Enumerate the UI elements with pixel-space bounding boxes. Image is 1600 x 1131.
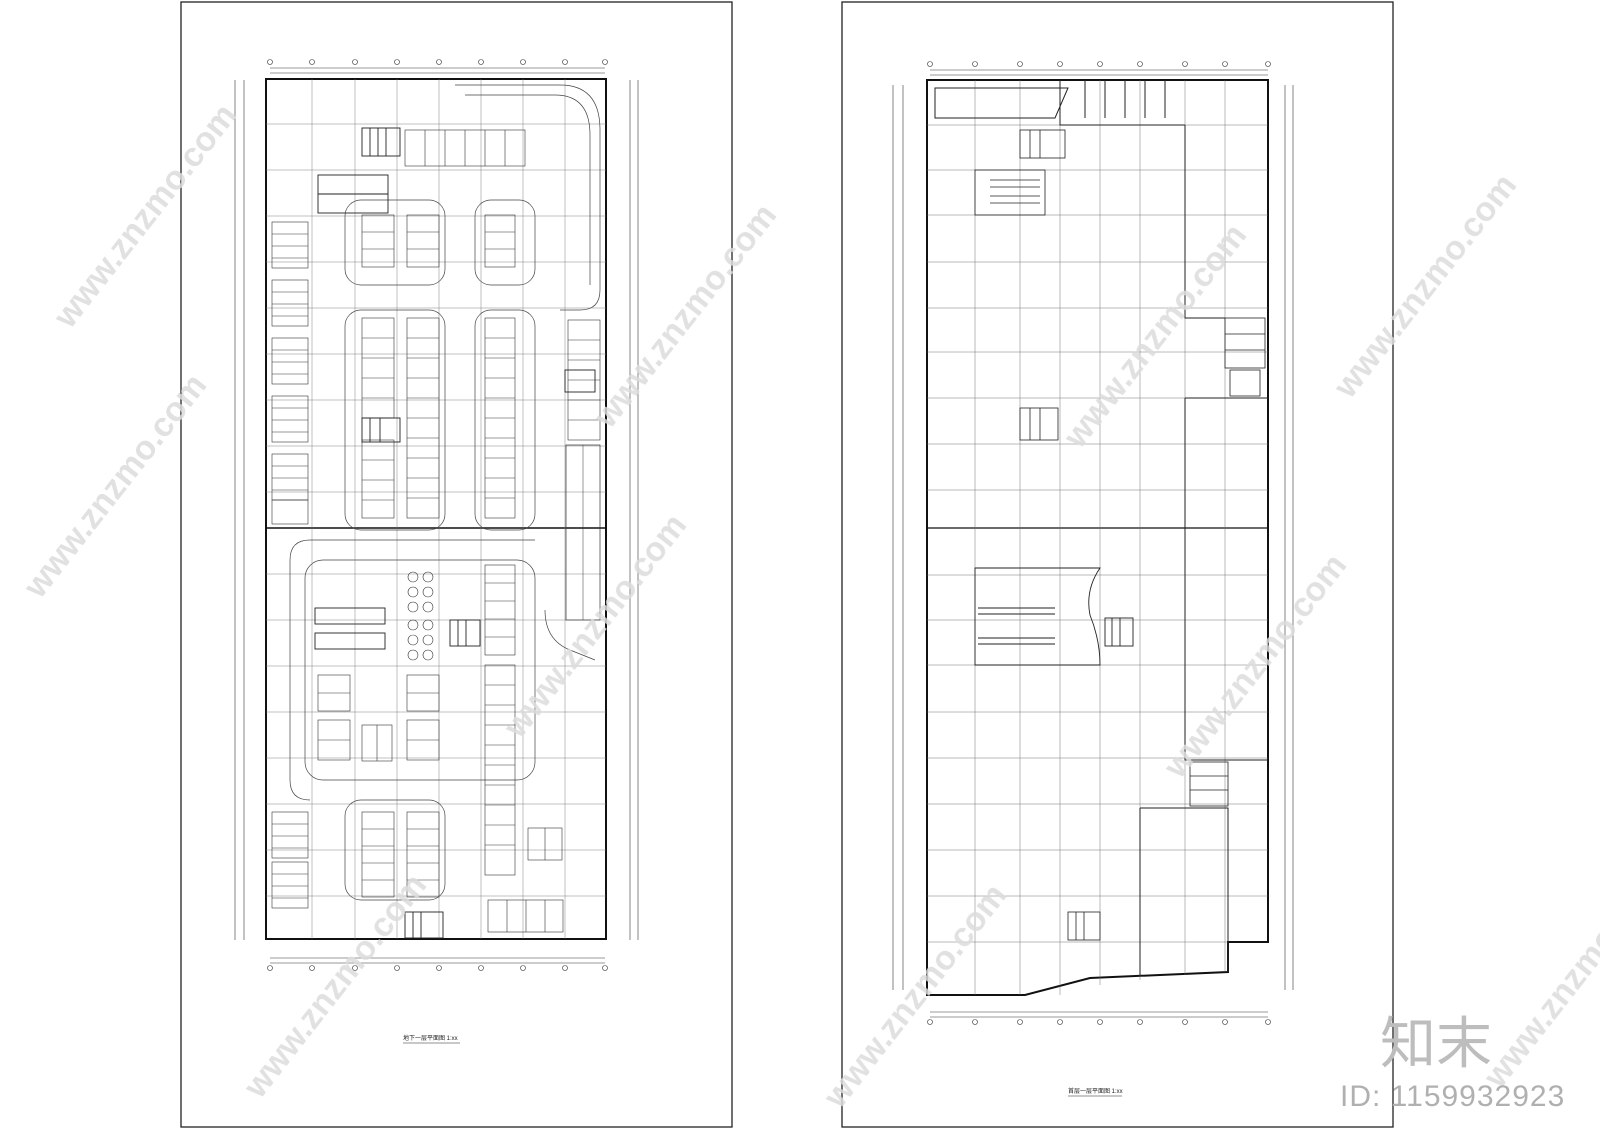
stair-cores-right — [1019, 317, 1266, 941]
watermark-6: www.znzmo.com — [1156, 547, 1354, 786]
sheet-border-right — [841, 1, 1394, 1128]
caption-ground-floor: 首层一层平面图 1:xx — [1068, 1087, 1123, 1095]
watermark-4: www.znzmo.com — [496, 507, 694, 746]
column-grid-left — [266, 79, 606, 939]
axis-bubbles-top-left — [267, 59, 608, 971]
shop-partitions — [934, 80, 1268, 975]
sheet-border-left — [180, 1, 733, 1128]
watermark-layer: www.znzmo.com www.znzmo.com www.znzmo.co… — [16, 97, 1600, 1116]
axis-bubbles-top-right — [927, 61, 1271, 1025]
asset-id-label: ID: 1159932923 — [1340, 1080, 1566, 1113]
escalator-atrium-center — [974, 567, 1134, 666]
parking-stalls-center — [317, 129, 601, 933]
ground-floor-outer-wall — [926, 79, 1269, 996]
watermark-5: www.znzmo.com — [1056, 217, 1254, 456]
watermark-9: www.znzmo.com — [816, 877, 1014, 1116]
sheet-ground-floor: 首层一层平面图 1:xx — [841, 1, 1394, 1128]
dimension-line-sides-left — [234, 80, 639, 940]
watermark-3: www.znzmo.com — [586, 197, 784, 436]
mechanical-equipment — [407, 571, 434, 661]
dimension-line-top-right — [892, 69, 1294, 1018]
brand-logo: 知末 — [1380, 1012, 1492, 1077]
sheet-basement: 地下一层平面图 1:xx — [180, 1, 733, 1128]
basement-outer-wall — [265, 78, 607, 940]
watermark-1: www.znzmo.com — [46, 97, 244, 336]
parking-islands — [289, 84, 601, 901]
column-grid-right — [927, 80, 1268, 995]
watermark-2: www.znzmo.com — [16, 367, 214, 606]
parking-stalls-left-column — [271, 221, 309, 909]
escalator-core-north — [974, 129, 1066, 216]
stair-cores-left — [314, 127, 596, 939]
dimension-line-top-left — [270, 67, 605, 964]
caption-basement: 地下一层平面图 1:xx — [403, 1034, 458, 1042]
watermark-7: www.znzmo.com — [1326, 167, 1524, 406]
